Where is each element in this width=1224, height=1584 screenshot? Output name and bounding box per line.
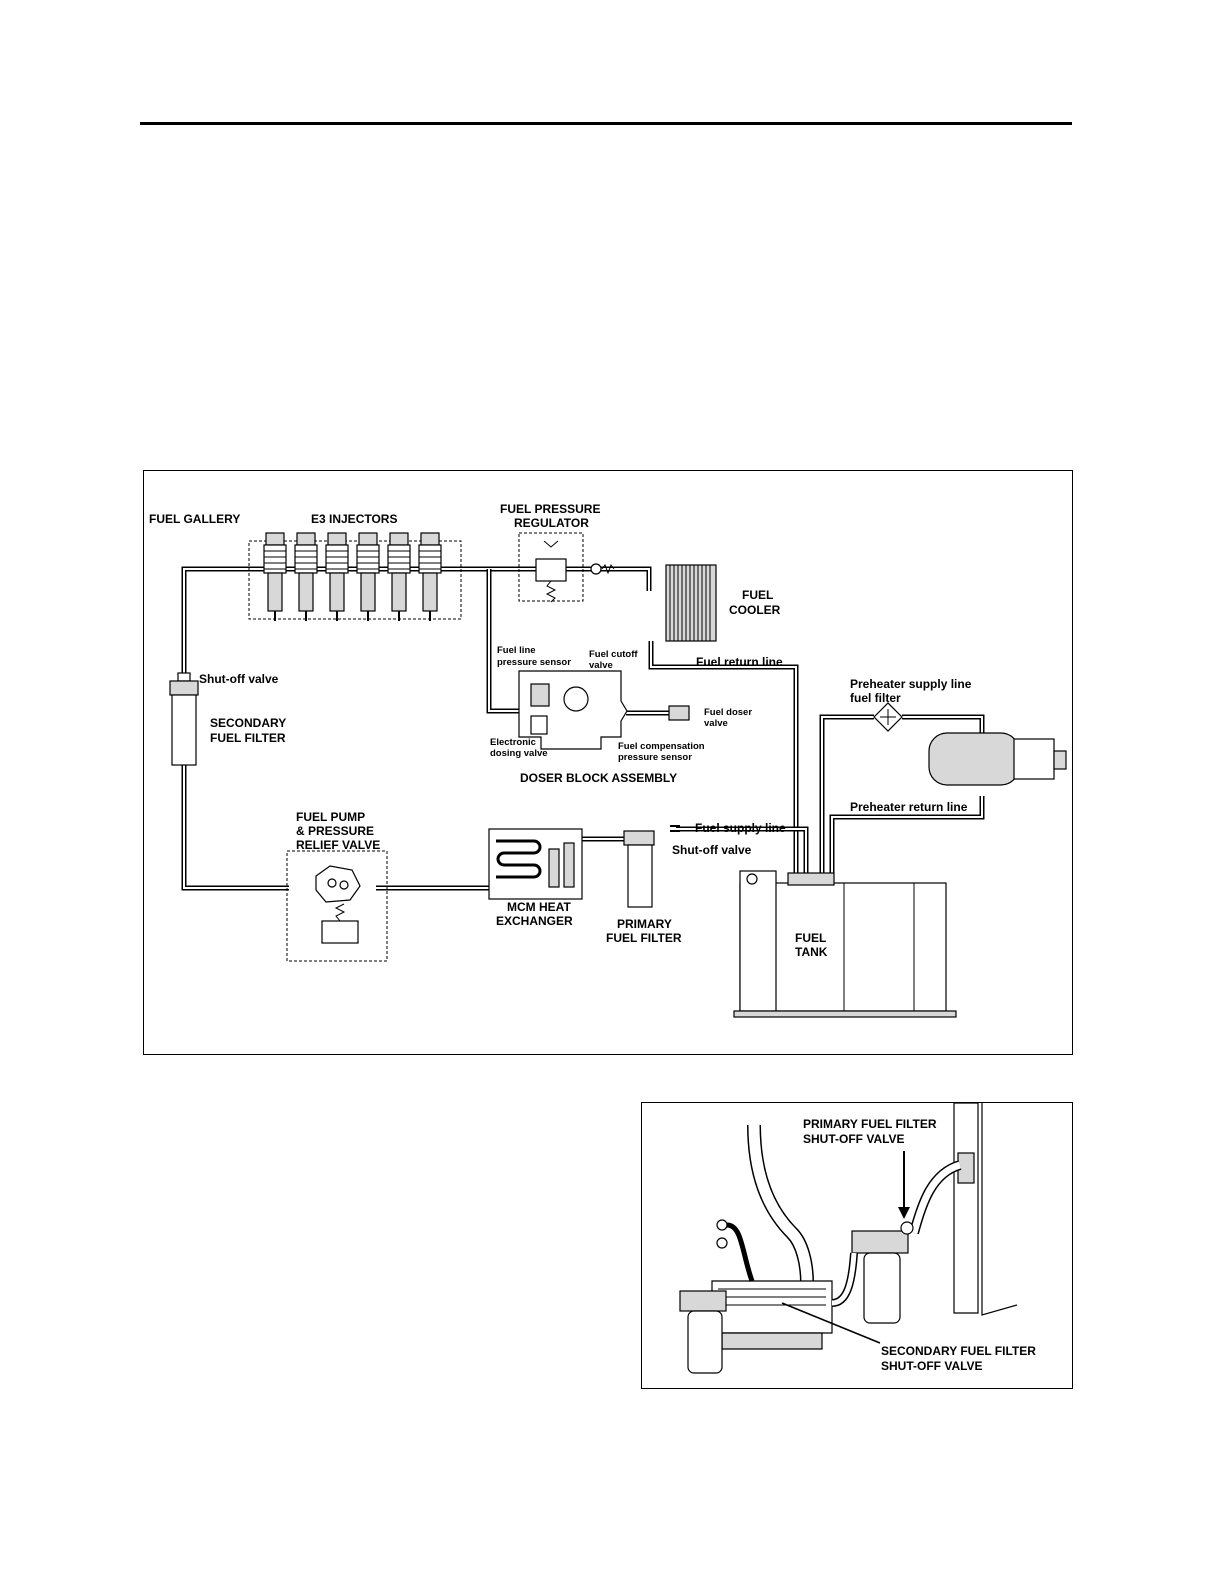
label-fuel-pump-3: RELIEF VALVE	[296, 838, 380, 852]
label-shutoff-valve-secondary: Shut-off valve	[199, 672, 279, 686]
fuel-cooler	[665, 564, 717, 642]
label-fuel-cutoff-valve-2: valve	[589, 660, 613, 671]
fuel-lines	[181, 566, 985, 891]
label-secondary-shutoff-2: SHUT-OFF VALVE	[881, 1359, 983, 1373]
secondary-fuel-filter	[169, 672, 199, 766]
label-fuel-line-pressure-sensor-1: Fuel line	[497, 645, 536, 656]
label-fuel-line-pressure-sensor-2: pressure sensor	[497, 657, 571, 668]
doser-block-assembly	[518, 670, 690, 750]
shutoff-valve-svg: PRIMARY FUEL FILTER SHUT-OFF VALVE SECON…	[679, 1102, 1036, 1374]
fuel-pressure-regulator	[518, 532, 615, 603]
label-fuel-cooler-2: COOLER	[729, 603, 781, 617]
preheater	[873, 702, 1067, 786]
label-secondary-fuel-filter-1: SECONDARY	[210, 716, 286, 730]
label-fuel-gallery: FUEL GALLERY	[149, 512, 240, 526]
label-mcm-heat-exchanger-1: MCM HEAT	[507, 900, 571, 914]
label-fuel-cutoff-valve-1: Fuel cutoff	[589, 649, 638, 660]
engine-hardware-drawing	[679, 1102, 1018, 1374]
label-fuel-pump-2: & PRESSURE	[296, 824, 374, 838]
label-fuel-pressure-regulator-1: FUEL PRESSURE	[500, 502, 600, 516]
label-shutoff-valve-primary: Shut-off valve	[672, 843, 752, 857]
shutoff-valve-illustration: PRIMARY FUEL FILTER SHUT-OFF VALVE SECON…	[641, 1102, 1073, 1389]
label-electronic-dosing-valve-2: dosing valve	[490, 748, 548, 759]
mcm-heat-exchanger	[488, 828, 583, 900]
label-fuel-pump-1: FUEL PUMP	[296, 810, 365, 824]
label-fuel-pressure-regulator-2: REGULATOR	[514, 516, 589, 530]
fuel-tank	[733, 870, 957, 1018]
illustration-labels: PRIMARY FUEL FILTER SHUT-OFF VALVE SECON…	[803, 1117, 1036, 1373]
label-doser-block-assembly: DOSER BLOCK ASSEMBLY	[520, 771, 677, 785]
label-secondary-fuel-filter-2: FUEL FILTER	[210, 731, 286, 745]
label-mcm-heat-exchanger-2: EXCHANGER	[496, 914, 573, 928]
label-e3-injectors: E3 INJECTORS	[311, 512, 397, 526]
label-primary-fuel-filter-2: FUEL FILTER	[606, 931, 682, 945]
label-fuel-doser-valve-1: Fuel doser	[704, 707, 752, 718]
label-fuel-compensation-1: Fuel compensation	[618, 741, 705, 752]
label-fuel-return-line: Fuel return line	[696, 655, 783, 669]
schematic-labels: FUEL GALLERY E3 INJECTORS FUEL PRESSURE …	[149, 502, 972, 959]
fuel-system-svg: FUEL GALLERY E3 INJECTORS FUEL PRESSURE …	[149, 502, 1067, 1018]
label-fuel-cooler-1: FUEL	[742, 588, 773, 602]
label-preheater-return-line: Preheater return line	[850, 800, 968, 814]
label-preheater-supply-filter-2: fuel filter	[850, 691, 901, 705]
label-preheater-supply-filter-1: Preheater supply line	[850, 677, 972, 691]
label-primary-shutoff-1: PRIMARY FUEL FILTER	[803, 1117, 937, 1131]
fuel-pump-relief-valve	[286, 850, 388, 962]
label-fuel-tank-2: TANK	[795, 945, 828, 959]
label-fuel-tank-1: FUEL	[795, 931, 826, 945]
label-primary-shutoff-2: SHUT-OFF VALVE	[803, 1132, 905, 1146]
label-electronic-dosing-valve-1: Electronic	[490, 737, 536, 748]
e3-injectors	[248, 532, 462, 622]
label-fuel-supply-line: Fuel supply line	[695, 821, 786, 835]
header-rule	[140, 122, 1072, 125]
label-fuel-doser-valve-2: valve	[704, 718, 728, 729]
label-fuel-compensation-2: pressure sensor	[618, 752, 692, 763]
primary-fuel-filter	[623, 825, 680, 908]
fuel-system-schematic: FUEL GALLERY E3 INJECTORS FUEL PRESSURE …	[143, 470, 1073, 1055]
label-secondary-shutoff-1: SECONDARY FUEL FILTER	[881, 1344, 1036, 1358]
label-primary-fuel-filter-1: PRIMARY	[617, 917, 672, 931]
